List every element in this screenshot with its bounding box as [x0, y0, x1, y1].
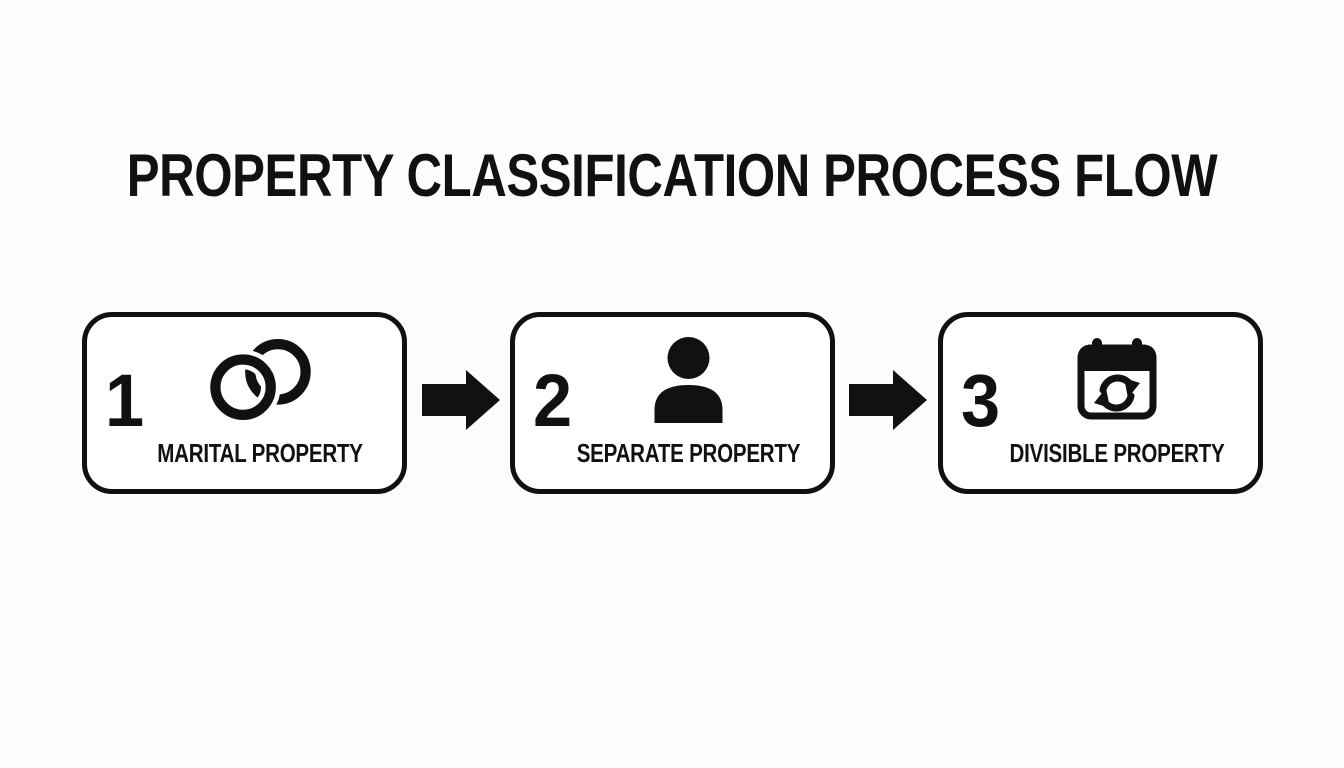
arrow-right-icon	[422, 367, 500, 433]
step-number: 3	[961, 358, 1001, 442]
step-content: SEPARATE PROPERTY	[549, 317, 828, 489]
rings-icon	[208, 338, 313, 422]
step-number: 1	[105, 358, 145, 442]
step-content: MARITAL PROPERTY	[121, 317, 400, 489]
step-box-divisible-property: 3 DIVISIBLE PROPERTY	[938, 312, 1263, 494]
person-icon	[650, 337, 727, 423]
step-content: DIVISIBLE PROPERTY	[977, 317, 1256, 489]
arrow-right-icon	[849, 367, 927, 433]
step-label: DIVISIBLE PROPERTY	[1009, 438, 1224, 468]
step-number: 2	[533, 358, 573, 442]
step-label: SEPARATE PROPERTY	[576, 438, 801, 468]
step-label: MARITAL PROPERTY	[157, 438, 364, 468]
step-box-separate-property: 2 SEPARATE PROPERTY	[510, 312, 835, 494]
step-box-marital-property: 1 MARITAL PROPERTY	[82, 312, 407, 494]
diagram-title: PROPERTY CLASSIFICATION PROCESS FLOW	[126, 142, 1218, 209]
calendar-sync-icon	[1075, 338, 1159, 422]
